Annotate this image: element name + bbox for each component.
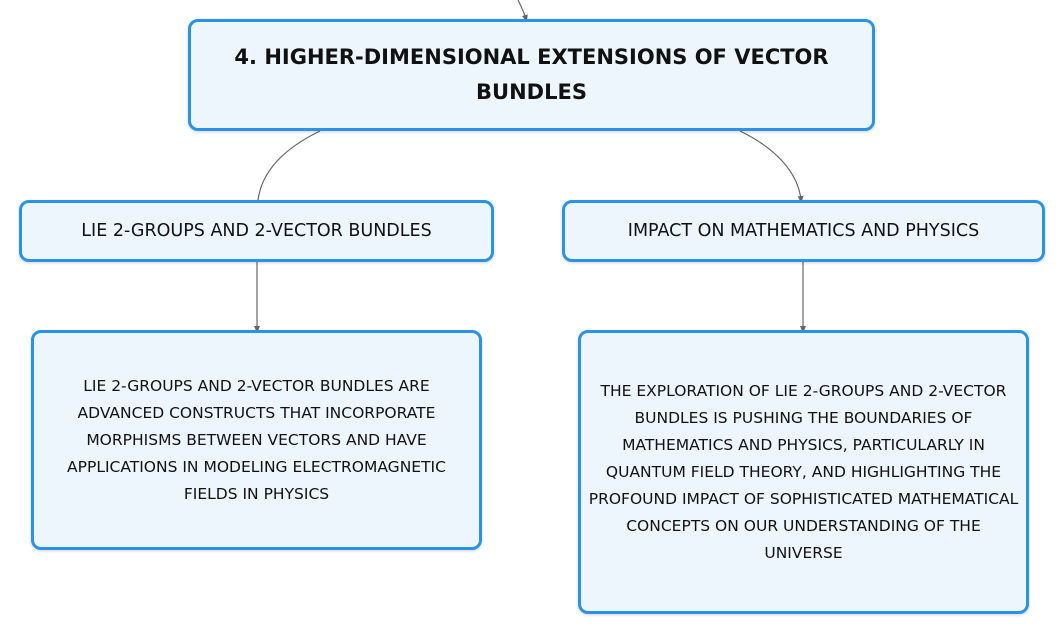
branch-node-title: LIE 2-GROUPS AND 2-VECTOR BUNDLES	[81, 221, 432, 241]
connector-root-to-left-branch	[257, 130, 321, 201]
branch-node-impact[interactable]: IMPACT ON MATHEMATICS AND PHYSICS	[562, 200, 1045, 262]
branch-node-lie-2-groups[interactable]: LIE 2-GROUPS AND 2-VECTOR BUNDLES	[19, 200, 494, 262]
branch-node-title: IMPACT ON MATHEMATICS AND PHYSICS	[627, 221, 980, 241]
detail-node-impact[interactable]: THE EXPLORATION OF LIE 2-GROUPS AND 2-VE…	[578, 330, 1029, 614]
detail-node-text: LIE 2-GROUPS AND 2-VECTOR BUNDLES ARE AD…	[67, 376, 446, 503]
root-node-title: 4. HIGHER-DIMENSIONAL EXTENSIONS OF VECT…	[234, 45, 829, 104]
root-node[interactable]: 4. HIGHER-DIMENSIONAL EXTENSIONS OF VECT…	[188, 19, 875, 131]
detail-node-text: THE EXPLORATION OF LIE 2-GROUPS AND 2-VE…	[588, 381, 1019, 562]
detail-node-lie-2-groups[interactable]: LIE 2-GROUPS AND 2-VECTOR BUNDLES ARE AD…	[31, 330, 482, 550]
connector-root-to-right-branch	[739, 130, 804, 203]
incoming-connector	[517, 0, 528, 22]
